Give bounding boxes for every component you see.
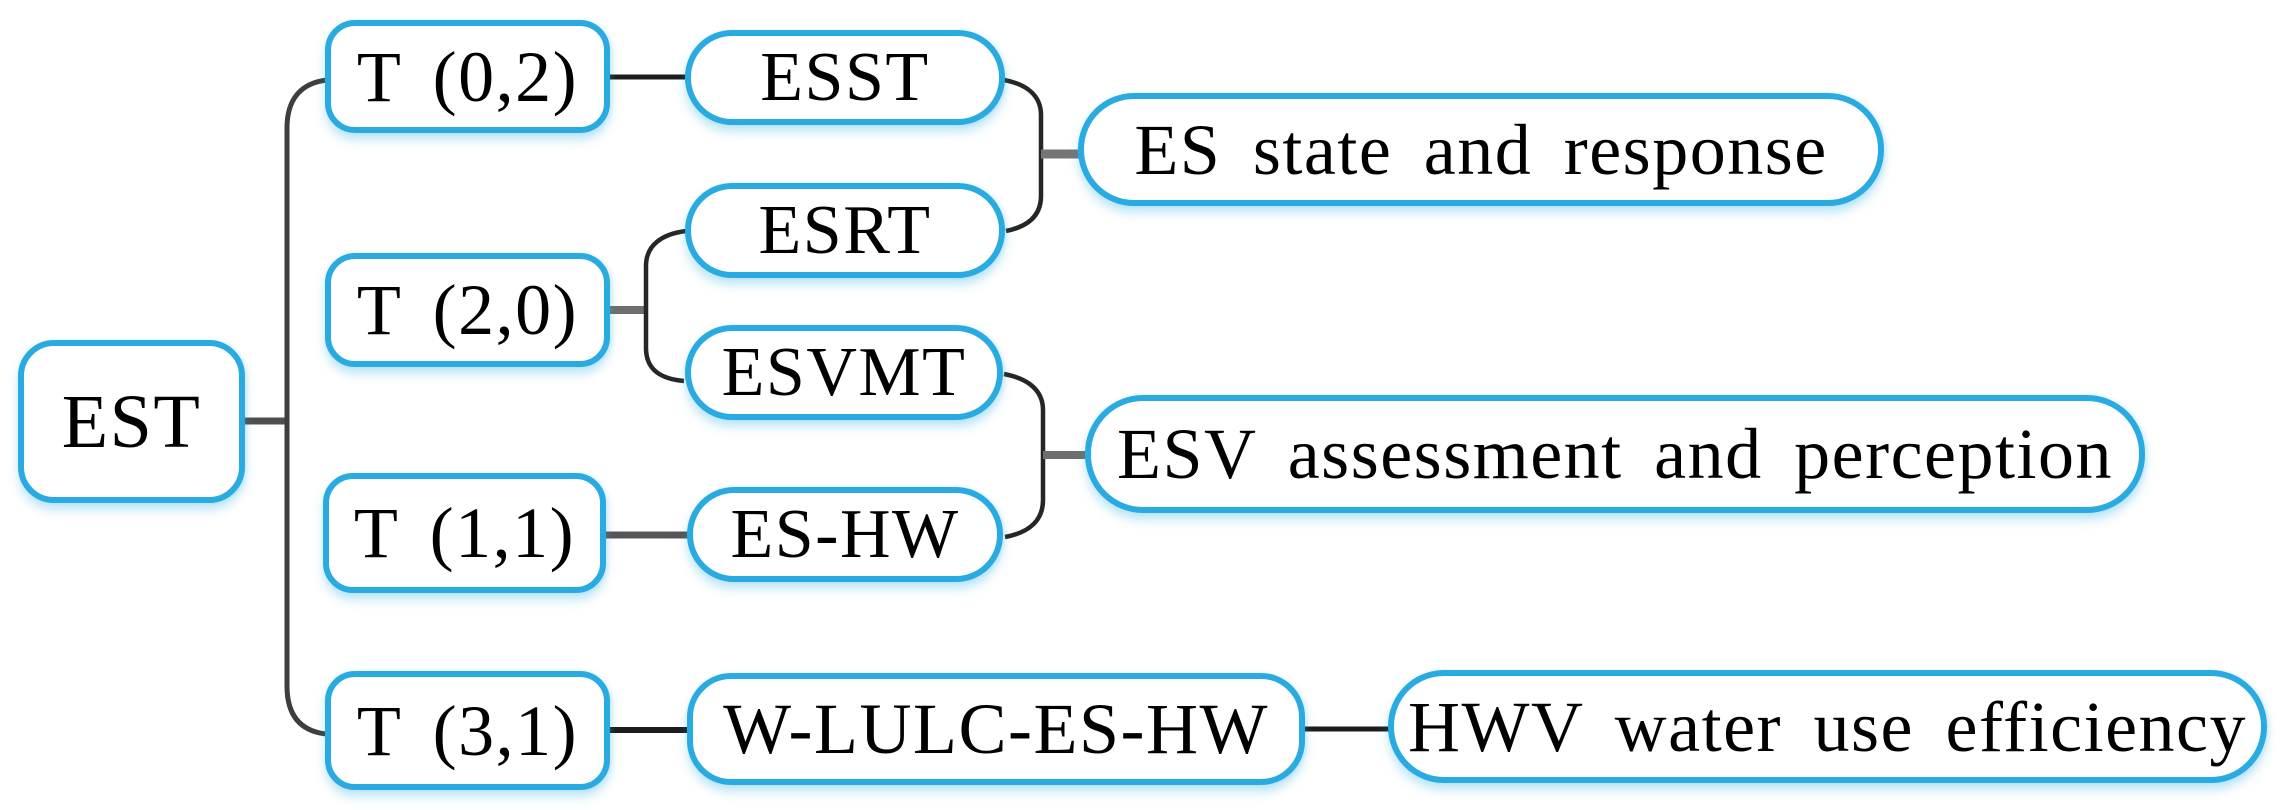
node-es-hw: ES-HW — [687, 487, 1003, 582]
node-group-es-state-and-response: ES state and response — [1078, 93, 1884, 206]
node-t-0-2: T (0,2) — [325, 20, 610, 133]
node-esvmt: ESVMT — [685, 325, 1003, 420]
node-group-esv-assessment-and-perception: ESV assessment and perception — [1085, 395, 2145, 513]
node-esst: ESST — [685, 30, 1005, 125]
node-t-1-1: T (1,1) — [323, 473, 606, 593]
node-t-3-1: T (3,1) — [325, 671, 610, 790]
node-w-lulc-es-hw: W-LULC-ES-HW — [687, 673, 1305, 785]
edge-bracket-esvmt-eshw — [1003, 371, 1046, 540]
node-t-2-0: T (2,0) — [325, 253, 610, 367]
edge-trunk — [284, 77, 328, 737]
node-group-hwv-water-use-efficiency: HWV water use efficiency — [1388, 670, 2267, 783]
edge-bracket-esst-esrt — [1003, 77, 1044, 234]
node-est: EST — [18, 340, 245, 503]
node-esrt: ESRT — [685, 183, 1005, 278]
edge-t20-bracket — [643, 228, 687, 384]
